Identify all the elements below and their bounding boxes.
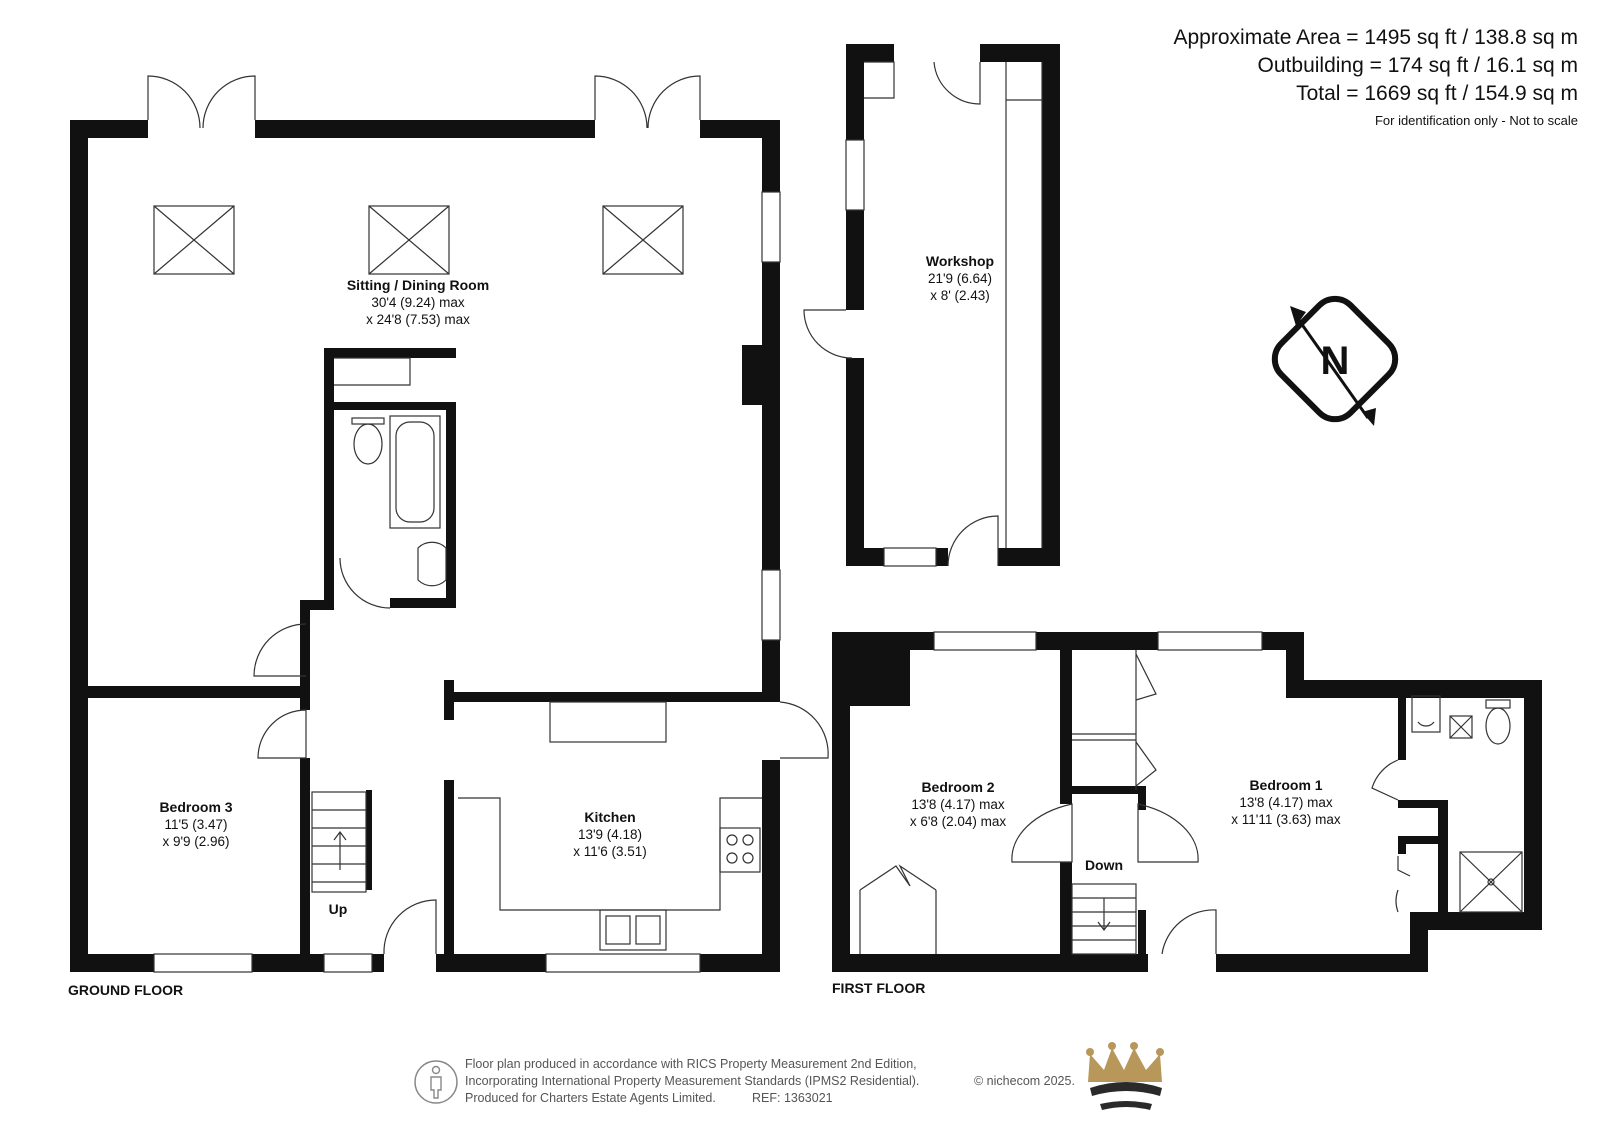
crown-logo: [1086, 1042, 1164, 1110]
approximate-area: Approximate Area = 1495 sq ft / 138.8 sq…: [1174, 26, 1579, 49]
room-bedroom1-name: Bedroom 1: [1249, 777, 1322, 793]
room-bedroom2-dim1: 13'8 (4.17) max: [911, 797, 1005, 812]
ground-floor-plan: Sitting / Dining Room 30'4 (9.24) max x …: [68, 75, 829, 998]
footer-copyright: © nichecom 2025.: [974, 1074, 1075, 1088]
room-workshop-dim2: x 8' (2.43): [930, 288, 990, 303]
room-sitting-dim2: x 24'8 (7.53) max: [366, 312, 470, 327]
footer-line2: Incorporating International Property Mea…: [465, 1074, 919, 1088]
room-bedroom3-name: Bedroom 3: [159, 799, 232, 815]
workshop-plan: Workshop 21'9 (6.64) x 8' (2.43): [803, 44, 1060, 567]
room-workshop-name: Workshop: [926, 253, 994, 269]
compass-north-icon: N: [1271, 295, 1399, 426]
footer-line3: Produced for Charters Estate Agents Limi…: [465, 1091, 716, 1105]
room-workshop-dim1: 21'9 (6.64): [928, 271, 992, 286]
footer-line1: Floor plan produced in accordance with R…: [465, 1057, 917, 1071]
room-kitchen-dim1: 13'9 (4.18): [578, 827, 642, 842]
first-floor-label: FIRST FLOOR: [832, 980, 925, 996]
room-bedroom3-dim2: x 9'9 (2.96): [162, 834, 229, 849]
footer: Floor plan produced in accordance with R…: [414, 1042, 1164, 1110]
total-area: Total = 1669 sq ft / 154.9 sq m: [1296, 82, 1578, 105]
ground-floor-label: GROUND FLOOR: [68, 982, 183, 998]
outbuilding-area: Outbuilding = 174 sq ft / 16.1 sq m: [1258, 54, 1578, 77]
footer-ref: REF: 1363021: [752, 1091, 833, 1105]
room-bedroom3-dim1: 11'5 (3.47): [164, 817, 227, 832]
scale-note: For identification only - Not to scale: [1375, 113, 1578, 128]
room-sitting-dim1: 30'4 (9.24) max: [371, 295, 465, 310]
room-bedroom2-dim2: x 6'8 (2.04) max: [910, 814, 1007, 829]
room-bedroom2-name: Bedroom 2: [921, 779, 994, 795]
compass-letter: N: [1321, 339, 1350, 383]
room-kitchen-name: Kitchen: [584, 809, 635, 825]
room-bedroom1-dim1: 13'8 (4.17) max: [1239, 795, 1333, 810]
first-floor-plan: Bedroom 2 13'8 (4.17) max x 6'8 (2.04) m…: [832, 631, 1542, 996]
stairs-down-label: Down: [1085, 857, 1123, 873]
stairs-up-label: Up: [329, 901, 348, 917]
room-bedroom1-dim2: x 11'11 (3.63) max: [1231, 812, 1341, 827]
room-sitting-name: Sitting / Dining Room: [347, 277, 489, 293]
person-icon: [414, 1060, 458, 1104]
room-kitchen-dim2: x 11'6 (3.51): [573, 844, 647, 859]
